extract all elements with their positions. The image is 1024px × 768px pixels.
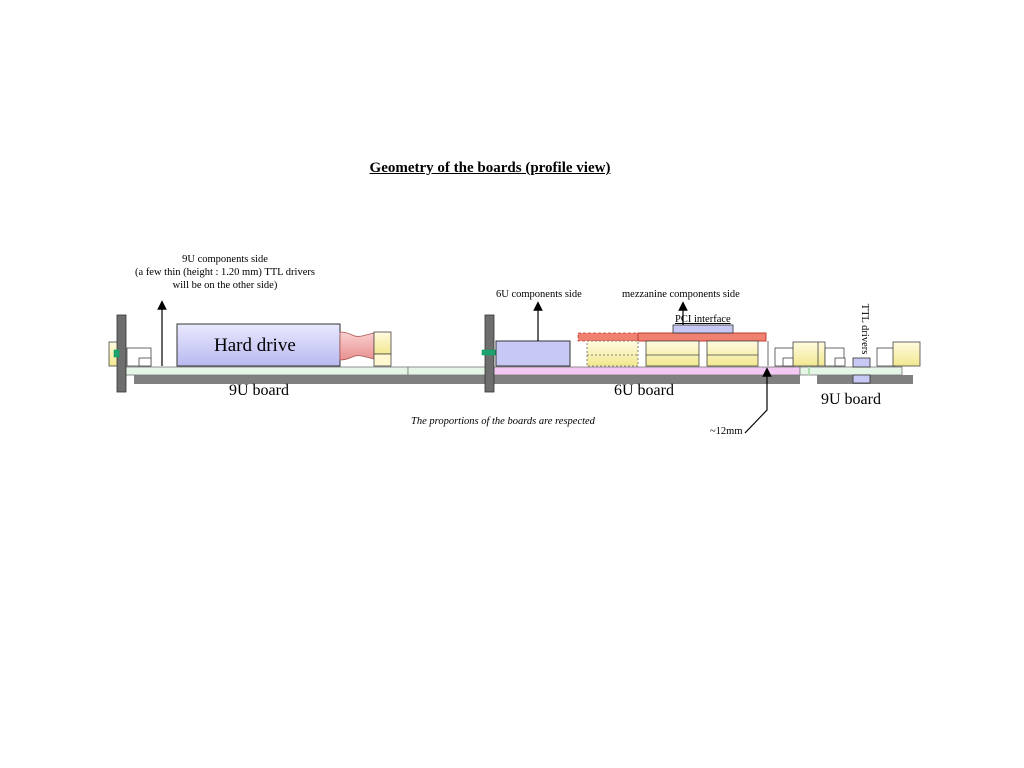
six-u-board-label: 6U board xyxy=(614,382,674,399)
right-gap-fill xyxy=(808,367,810,375)
nine-u-components-side-label: 9U components side (a few thin (height :… xyxy=(110,253,340,292)
right-edge-component xyxy=(892,341,921,367)
nine-u-components-side-line: 9U components side xyxy=(182,254,268,265)
hard-drive-label: Hard drive xyxy=(214,335,296,356)
left-9u-board-label: 9U board xyxy=(229,382,289,399)
left-connector-upper xyxy=(373,331,392,355)
mezzanine-component-1 xyxy=(645,340,700,367)
right-small-component-4 xyxy=(782,357,794,367)
right-9u-assembly xyxy=(774,341,921,384)
middle-green-surface xyxy=(407,366,492,376)
nine-u-note-line-1: (a few thin (height : 1.20 mm) TTL drive… xyxy=(135,267,315,278)
mezzanine-board-dashed xyxy=(577,332,641,342)
right-small-component-5 xyxy=(834,357,846,367)
mezzanine-component-2 xyxy=(706,340,759,367)
hard-drive xyxy=(176,323,341,367)
ttl-driver-top xyxy=(852,357,871,368)
left-9u-assembly xyxy=(108,300,419,393)
pci-interface-label: PCI interface xyxy=(675,314,731,325)
ttl-drivers-label: TTL drivers xyxy=(859,303,870,355)
mezzanine-board xyxy=(637,332,767,342)
six-u-components-side-label: 6U components side xyxy=(496,289,582,300)
left-connector-lower xyxy=(373,353,392,367)
six-u-component-block xyxy=(495,340,571,367)
left-small-component-2 xyxy=(138,357,152,367)
left-9u-board-surface xyxy=(124,366,409,376)
six-u-board-surface xyxy=(490,366,801,376)
right-9u-board-surface xyxy=(799,366,903,376)
spacing-indicator-line xyxy=(744,367,772,434)
middle-base-strip xyxy=(418,375,800,384)
proportions-note: The proportions of the boards are respec… xyxy=(411,416,595,427)
mezzanine-component-dotted xyxy=(586,340,639,367)
spacing-label: ~12mm xyxy=(710,426,743,437)
mezzanine-components-side-label: mezzanine components side xyxy=(622,289,740,300)
nine-u-note-line-2: will be on the other side) xyxy=(172,280,278,291)
left-9u-board-base xyxy=(134,375,419,384)
right-connector-yellow xyxy=(792,341,826,367)
ttl-driver-bottom xyxy=(852,374,871,384)
right-9u-board-label: 9U board xyxy=(821,391,881,408)
hard-drive-cable xyxy=(339,331,375,361)
diagram-title: Geometry of the boards (profile view) xyxy=(369,160,611,176)
pci-interface-block xyxy=(672,324,734,334)
middle-6u-assembly xyxy=(407,301,801,434)
left-panel-led xyxy=(113,349,120,358)
